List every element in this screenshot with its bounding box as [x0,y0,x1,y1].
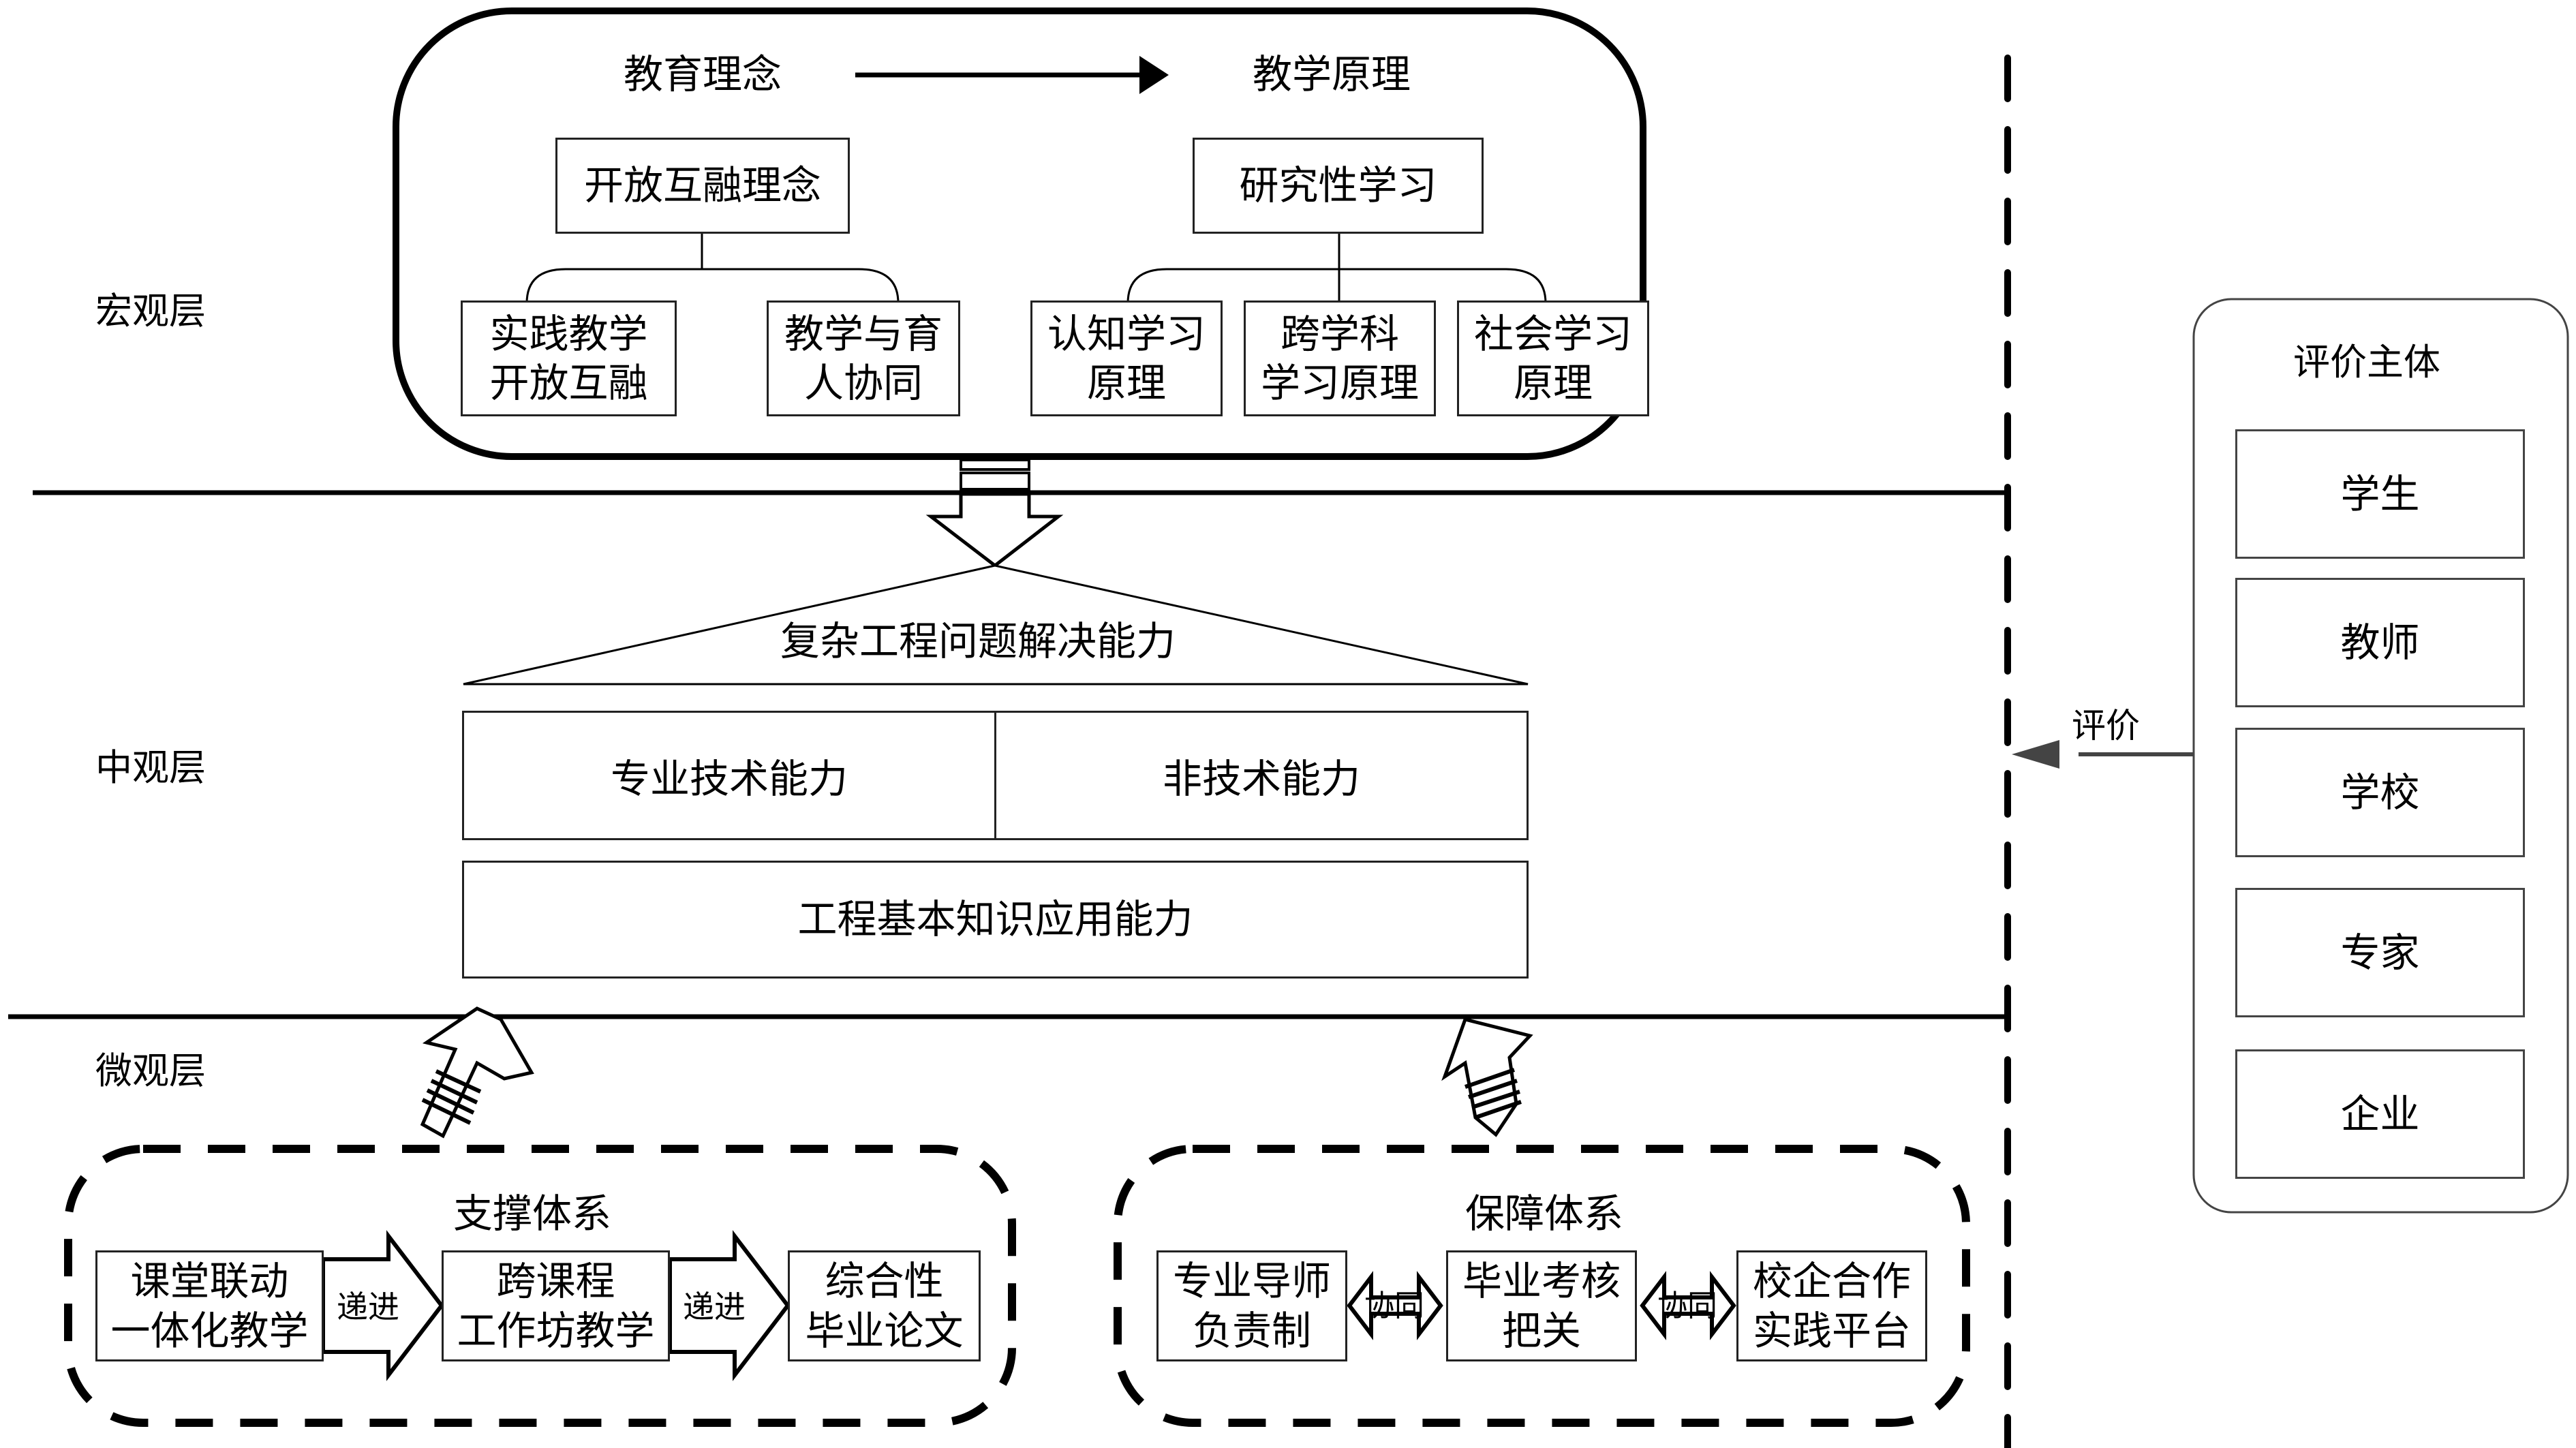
cognitive-learning-label: 认知学习 原理 [1047,310,1206,407]
evaluator-school: 学校 [2235,728,2525,857]
collab-label-1: 协同 [1364,1289,1424,1323]
evaluation-title: 评价主体 [2293,341,2440,384]
evaluation-arrow-head [2012,740,2059,769]
interdisciplinary-learning-label: 跨学科 学习原理 [1260,310,1419,407]
evaluator-student: 学生 [2235,429,2525,559]
evaluator-expert: 专家 [2235,888,2525,1017]
interdisciplinary-learning-box: 跨学科 学习原理 [1244,301,1436,416]
technical-capability-cell: 专业技术能力 [464,713,996,838]
guarantee-container [1114,1145,1970,1427]
teaching-education-label: 教学与育 人协同 [784,310,942,407]
research-learning-label: 研究性学习 [1239,162,1437,209]
progress-arrow-1 [321,1230,444,1381]
layer-label-macro: 宏观层 [95,290,206,333]
guarantee-item-2-label: 毕业考核 把关 [1462,1258,1621,1354]
support-container [64,1145,1016,1427]
support-item-1-label: 课堂联动 一体化教学 [110,1258,309,1354]
support-item-3: 综合性 毕业论文 [788,1250,981,1361]
support-system-title: 支撑体系 [453,1190,612,1237]
evaluator-enterprise: 企业 [2235,1049,2525,1179]
cognitive-learning-box: 认知学习 原理 [1030,301,1223,416]
open-integration-label: 开放互融理念 [583,162,821,209]
non-technical-capability-label: 非技术能力 [1162,756,1360,802]
open-integration-box: 开放互融理念 [555,138,850,234]
teaching-education-box: 教学与育 人协同 [767,301,960,416]
guarantee-item-1: 专业导师 负责制 [1156,1250,1347,1361]
progress-label-2: 递进 [683,1289,746,1325]
evaluator-expert-label: 专家 [2340,929,2420,976]
complex-problem-label: 复杂工程问题解决能力 [780,618,1176,664]
evaluator-enterprise-label: 企业 [2340,1090,2420,1137]
basic-knowledge-box: 工程基本知识应用能力 [462,861,1529,979]
research-learning-box: 研究性学习 [1193,138,1484,234]
guarantee-item-1-label: 专业导师 负责制 [1172,1258,1331,1354]
social-learning-label: 社会学习 原理 [1473,310,1632,407]
capability-split-box: 专业技术能力 非技术能力 [462,711,1529,840]
evaluator-school-label: 学校 [2340,769,2420,816]
macro-container [393,7,1646,460]
evaluator-teacher-label: 教师 [2340,619,2420,666]
progress-arrow-2 [668,1230,791,1381]
down-arrow-icon [925,459,1064,568]
social-learning-box: 社会学习 原理 [1457,301,1649,416]
support-item-3-label: 综合性 毕业论文 [805,1258,964,1354]
capability-triangle [463,564,1529,686]
practice-teaching-label: 实践教学 开放互融 [489,310,648,407]
layer-label-meso: 中观层 [95,746,206,789]
guarantee-item-3-label: 校企合作 实践平台 [1752,1258,1911,1354]
teaching-principle-heading: 教学原理 [1253,51,1411,97]
guarantee-item-2: 毕业考核 把关 [1446,1250,1637,1361]
guarantee-item-3: 校企合作 实践平台 [1736,1250,1927,1361]
heading-arrow-head [1139,56,1169,94]
collab-arrow-2 [1640,1271,1736,1340]
evaluator-student-label: 学生 [2340,470,2420,517]
support-item-2: 跨课程 工作坊教学 [442,1250,670,1361]
collab-label-2: 协同 [1657,1289,1717,1323]
support-item-1: 课堂联动 一体化教学 [95,1250,324,1361]
evaluation-arrow-label: 评价 [2072,706,2140,745]
non-technical-capability-cell: 非技术能力 [996,713,1527,838]
technical-capability-label: 专业技术能力 [610,756,848,802]
practice-teaching-box: 实践教学 开放互融 [461,301,677,416]
evaluator-teacher: 教师 [2235,578,2525,707]
up-arrow-left-icon [420,1006,534,1139]
collab-arrow-1 [1347,1271,1443,1340]
progress-label-1: 递进 [337,1289,399,1325]
up-arrow-right-icon [1441,1017,1533,1137]
basic-knowledge-label: 工程基本知识应用能力 [797,896,1193,943]
education-philosophy-heading: 教育理念 [624,51,782,97]
support-item-2-label: 跨课程 工作坊教学 [457,1258,655,1354]
guarantee-system-title: 保障体系 [1465,1190,1624,1237]
evaluation-container [2192,298,2569,1214]
layer-label-micro: 微观层 [95,1049,206,1092]
